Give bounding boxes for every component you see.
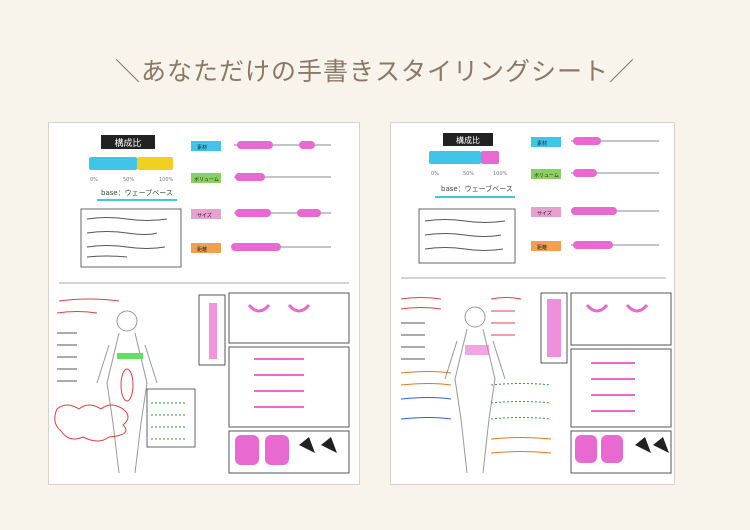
composition-bar-cyan — [89, 157, 137, 170]
scale-volume: ボリューム — [191, 173, 331, 183]
svg-text:サイズ: サイズ — [537, 210, 552, 217]
sheet-heading-box — [443, 133, 493, 146]
svg-text:素材: 素材 — [197, 144, 207, 151]
svg-text:ボリューム: ボリューム — [534, 172, 559, 179]
scale-size: サイズ — [191, 209, 331, 219]
necklace-panel — [570, 292, 672, 346]
styling-sheet-sample-1: 構成比 0% 50% 100% base：ウェーブベース 素材 ボリューム サイ… — [48, 122, 360, 485]
svg-text:距離: 距離 — [537, 244, 547, 251]
scale-material: 素材 — [191, 141, 331, 151]
shoes-panel — [228, 430, 350, 474]
garment-column — [198, 294, 226, 366]
body-figure — [444, 306, 506, 474]
scale-distance: 距離 — [191, 243, 331, 253]
notes-box — [80, 208, 182, 268]
shoes-panel — [570, 430, 672, 474]
base-label: base：ウェーブベース — [101, 188, 173, 197]
bar-tick-50: 50% — [463, 171, 474, 177]
sheet-heading: 構成比 — [456, 135, 480, 145]
composition-bar-pink — [481, 151, 499, 164]
scale-size: サイズ — [531, 207, 659, 217]
svg-text:ボリューム: ボリューム — [194, 176, 219, 183]
composition-bar-yellow — [137, 157, 173, 170]
composition-bar-cyan — [429, 151, 481, 164]
styling-sheet-sample-2: 構成比 0% 50% 100% base：ウェーブベース 素材 ボリューム サイ… — [390, 122, 675, 485]
scale-distance: 距離 — [531, 241, 659, 251]
garment-column — [540, 292, 568, 364]
bar-tick-100: 100% — [159, 177, 174, 183]
sheet-heading: 構成比 — [114, 137, 141, 149]
length-panel — [570, 348, 672, 428]
item-box — [146, 388, 196, 448]
page-title: ＼あなただけの手書きスタイリングシート／ — [114, 57, 635, 86]
bar-tick-0: 0% — [431, 171, 439, 177]
svg-text:サイズ: サイズ — [197, 212, 212, 219]
bubble-note — [54, 404, 129, 442]
scale-material: 素材 — [531, 137, 659, 147]
body-figure — [96, 310, 158, 474]
base-label: base：ウェーブベース — [441, 184, 513, 193]
scale-volume: ボリューム — [531, 169, 659, 179]
length-panel — [228, 346, 350, 428]
notes-box — [418, 208, 516, 264]
bar-tick-50: 50% — [123, 177, 134, 183]
bar-tick-100: 100% — [493, 171, 508, 177]
bar-tick-0: 0% — [90, 177, 98, 183]
necklace-panel — [228, 292, 350, 344]
waist-mark — [117, 353, 143, 359]
sheet-heading-box — [101, 135, 155, 149]
waist-mark — [465, 345, 489, 355]
svg-text:素材: 素材 — [537, 140, 547, 147]
svg-text:距離: 距離 — [197, 246, 207, 253]
